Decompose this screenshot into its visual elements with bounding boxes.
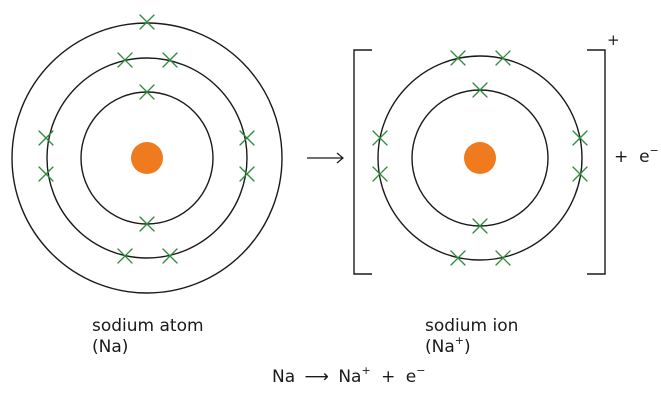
ion-nucleus xyxy=(464,142,496,174)
eq-reactant: Na xyxy=(272,367,296,387)
released-e-charge: − xyxy=(649,144,659,157)
left-bracket xyxy=(353,49,372,275)
eq-product-charge: + xyxy=(361,364,371,377)
atom-shell-3 xyxy=(11,22,283,294)
released-plus: + xyxy=(614,147,629,167)
atom-label: sodium atom (Na) xyxy=(92,316,204,358)
electron xyxy=(139,216,155,232)
electron xyxy=(162,52,178,68)
atom-nucleus xyxy=(131,142,163,174)
ion-shell-2 xyxy=(377,55,583,261)
ionization-equation: Na ⟶ Na+ + e− xyxy=(272,364,426,389)
electron xyxy=(572,130,588,146)
eq-electron-charge: − xyxy=(416,364,426,377)
electron xyxy=(239,130,255,146)
electron xyxy=(472,82,488,98)
ion-name: sodium ion xyxy=(425,316,519,336)
right-bracket xyxy=(587,49,606,275)
electron xyxy=(38,166,54,182)
released-electron: + e− xyxy=(614,144,659,169)
electron xyxy=(472,218,488,234)
atom-shell-2 xyxy=(46,57,248,259)
electron xyxy=(372,166,388,182)
electron xyxy=(38,130,54,146)
ion-electrons xyxy=(372,50,588,266)
atom-electrons xyxy=(38,14,255,264)
electron xyxy=(139,84,155,100)
eq-product: Na xyxy=(338,367,362,387)
electron xyxy=(117,52,133,68)
electron xyxy=(495,50,511,66)
electron xyxy=(450,250,466,266)
electron xyxy=(139,14,155,30)
eq-plus: + xyxy=(381,367,396,387)
ion-bracket-charge: + xyxy=(607,31,620,49)
electron xyxy=(495,250,511,266)
eq-arrow: ⟶ xyxy=(304,367,329,387)
electron xyxy=(572,166,588,182)
electron xyxy=(239,166,255,182)
released-e: e xyxy=(639,147,650,167)
eq-electron: e xyxy=(405,367,417,387)
electron xyxy=(372,130,388,146)
electron xyxy=(117,248,133,264)
sodium-atom xyxy=(11,14,283,294)
atom-name: sodium atom xyxy=(92,316,204,336)
reaction-arrow xyxy=(307,152,344,164)
ion-label: sodium ion (Na+) xyxy=(425,316,518,359)
atom-formula: (Na) xyxy=(92,337,129,357)
ion-formula: (Na+) xyxy=(425,334,471,357)
sodium-ion xyxy=(353,49,606,275)
electron xyxy=(450,50,466,66)
electron xyxy=(162,248,178,264)
